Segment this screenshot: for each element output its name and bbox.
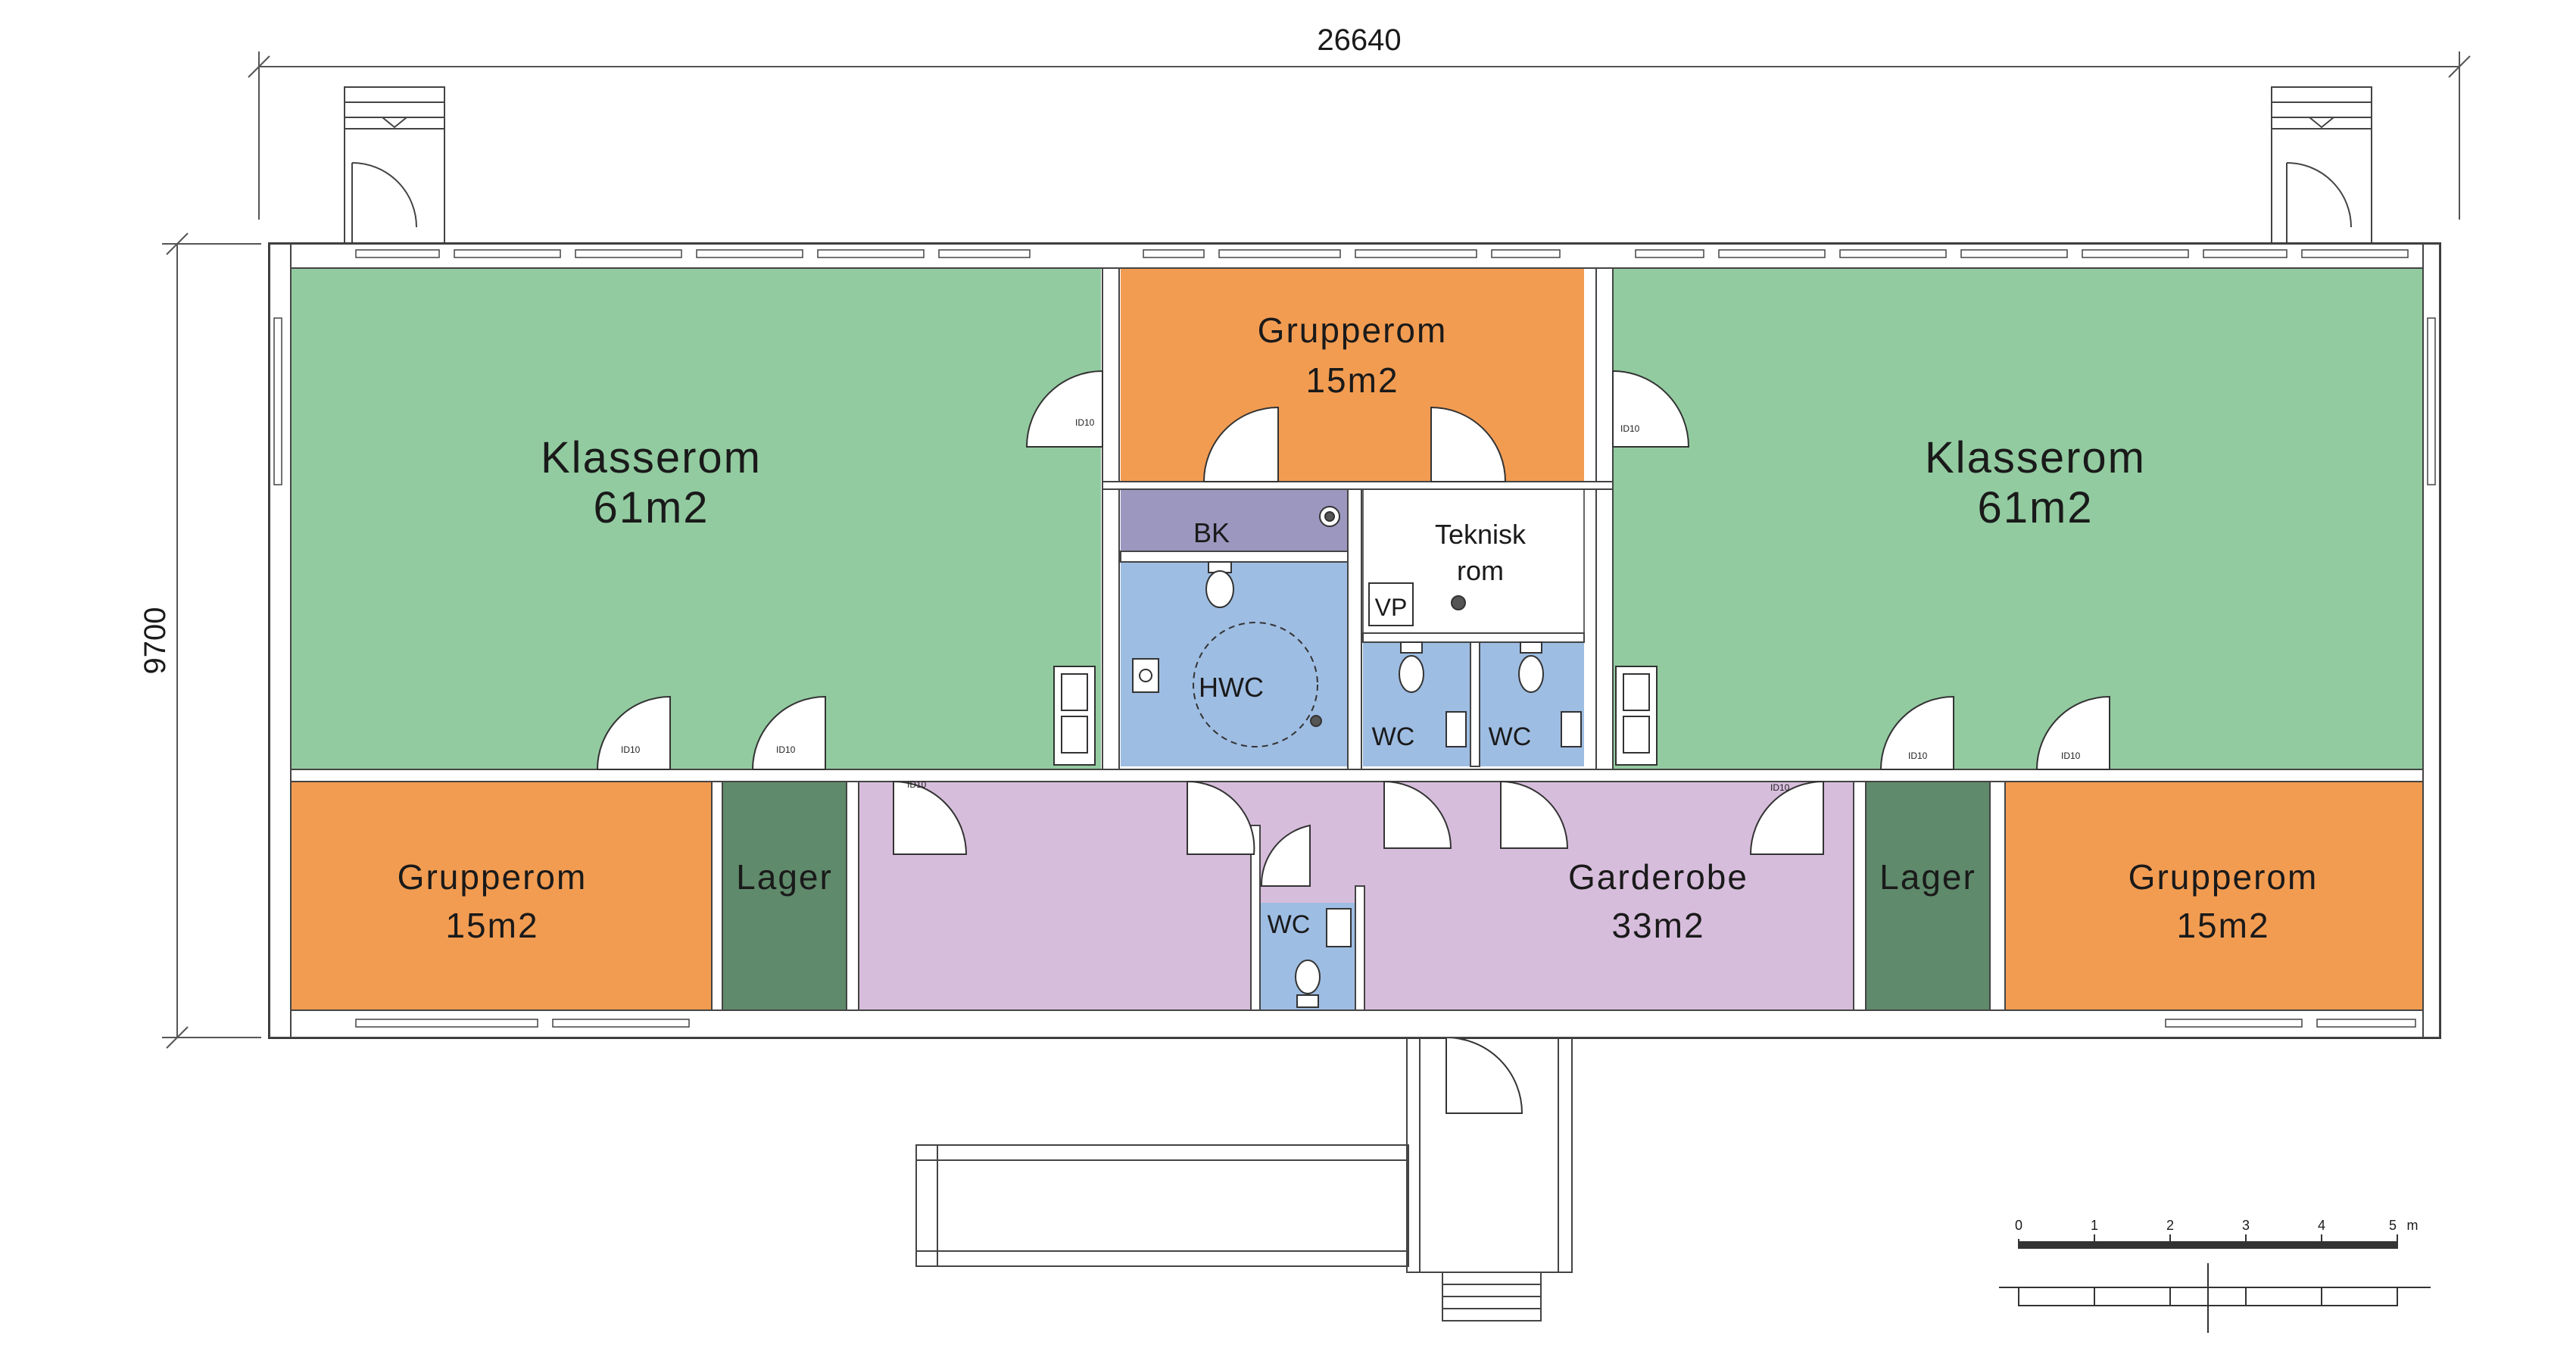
wc2-name: WC	[1489, 722, 1532, 751]
top-left-stair	[344, 86, 445, 245]
doors	[596, 370, 2110, 1114]
scale-bar-labels: 0 1 2 3 4 5 m	[2015, 1218, 2419, 1233]
klasserom-left-name: Klasserom	[541, 433, 762, 482]
windows	[273, 249, 2436, 1028]
door-tag: ID10	[1620, 423, 1640, 434]
teknisk-rom-line2: rom	[1457, 555, 1504, 586]
door-tag: ID10	[621, 744, 641, 755]
wc1-name: WC	[1372, 722, 1415, 751]
vp-label: VP	[1375, 594, 1408, 621]
klasserom-left-fill	[291, 268, 1101, 769]
door-tag: ID10	[1075, 417, 1095, 428]
scale-label-5: 5	[2389, 1218, 2397, 1233]
scale-bar	[1999, 1234, 2431, 1333]
lager-left-fill	[722, 782, 847, 1010]
door-tag: ID10	[1908, 750, 1928, 761]
scale-label-1: 1	[2091, 1218, 2098, 1233]
grupperom-left-area: 15m2	[445, 906, 538, 945]
dimension-lines	[162, 51, 2471, 1049]
room-labels: Klasserom 61m2 Klasserom 61m2 Grupperom …	[398, 310, 2319, 945]
height-dimension-label: 9700	[139, 607, 172, 675]
klasserom-right-area: 61m2	[1977, 483, 2093, 532]
bk-fill	[1121, 489, 1348, 551]
door-tag: ID10	[2061, 750, 2081, 761]
scale-label-3: 3	[2242, 1218, 2250, 1233]
grupperom-top-fill	[1121, 268, 1584, 482]
door-tag: ID10	[1770, 782, 1790, 793]
bk-name: BK	[1193, 517, 1230, 548]
lager-right-name: Lager	[1879, 857, 1976, 897]
fixtures	[1053, 506, 1658, 1008]
garderobe-name: Garderobe	[1568, 857, 1748, 897]
door-tag: ID10	[776, 744, 796, 755]
top-right-stair	[2271, 86, 2372, 245]
width-dimension-label: 26640	[1317, 23, 1401, 57]
entrance-ramp	[915, 1037, 1573, 1321]
grupperom-right-fill	[2005, 782, 2423, 1010]
door-tag: ID10	[907, 779, 927, 790]
scale-unit: m	[2407, 1218, 2419, 1233]
hwc-name: HWC	[1199, 672, 1264, 703]
grupperom-left-name: Grupperom	[398, 857, 588, 897]
klasserom-right-fill	[1613, 268, 2423, 769]
scale-label-2: 2	[2166, 1218, 2174, 1233]
klasserom-right-name: Klasserom	[1925, 433, 2146, 482]
grupperom-top-name: Grupperom	[1258, 310, 1448, 350]
lager-left-name: Lager	[736, 857, 833, 897]
wc3-name: WC	[1268, 910, 1311, 939]
grupperom-left-fill	[291, 782, 712, 1010]
teknisk-rom-line1: Teknisk	[1435, 519, 1527, 550]
grupperom-top-area: 15m2	[1305, 360, 1399, 400]
scale-label-4: 4	[2318, 1218, 2325, 1233]
garderobe-area: 33m2	[1611, 906, 1704, 945]
lager-right-fill	[1866, 782, 1990, 1010]
door-tags: ID10 ID10 ID10 ID10 ID10 ID10 ID10 ID10	[621, 417, 2081, 793]
klasserom-left-area: 61m2	[593, 483, 709, 532]
grupperom-right-area: 15m2	[2176, 906, 2269, 945]
scale-label-0: 0	[2015, 1218, 2022, 1233]
grupperom-right-name: Grupperom	[2128, 857, 2319, 897]
